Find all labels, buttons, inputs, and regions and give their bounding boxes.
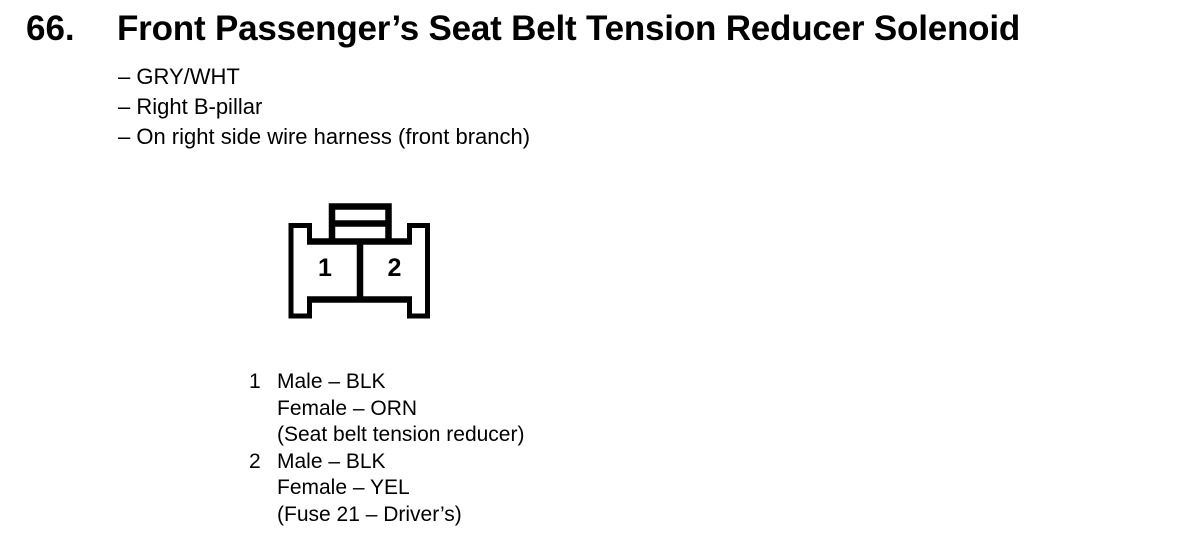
pin-entry-2: 2 Male – BLK Female – YEL (Fuse 21 – Dri… <box>249 449 524 529</box>
connector-right-wing <box>407 223 430 319</box>
cavity-2-label: 2 <box>388 254 402 282</box>
page-title: Front Passenger’s Seat Belt Tension Redu… <box>117 9 1021 48</box>
pin-1-circuit: (Seat belt tension reducer) <box>277 423 525 447</box>
connector-diagram: 1 2 <box>288 203 430 319</box>
connector-left-wing <box>288 223 312 319</box>
section-number: 66. <box>26 9 75 48</box>
pin-2-lines: Male – BLK Female – YEL (Fuse 21 – Drive… <box>277 449 524 529</box>
pin-2-circuit: (Fuse 21 – Driver’s) <box>277 502 462 526</box>
pin-1-female-wire: Female – ORN <box>277 396 418 420</box>
detail-wire-color: – GRY/WHT <box>118 64 240 89</box>
pin-entry-1: 1 Male – BLK Female – ORN (Seat belt ten… <box>249 369 524 449</box>
pin-2-number: 2 <box>249 449 261 473</box>
detail-location: – Right B-pillar <box>118 94 263 119</box>
pin-2-female-wire: Female – YEL <box>277 476 410 500</box>
detail-list: – GRY/WHT – Right B-pillar – On right si… <box>118 62 530 152</box>
pin-legend: 1 Male – BLK Female – ORN (Seat belt ten… <box>249 369 524 529</box>
detail-harness: – On right side wire harness (front bran… <box>118 124 531 149</box>
pin-1-male-wire: Male – BLK <box>277 370 386 393</box>
pin-1-number: 1 <box>249 370 261 393</box>
cavity-1-label: 1 <box>318 254 332 282</box>
pin-1-lines: Male – BLK Female – ORN (Seat belt tensi… <box>277 369 524 449</box>
pin-2-male-wire: Male – BLK <box>277 449 386 473</box>
